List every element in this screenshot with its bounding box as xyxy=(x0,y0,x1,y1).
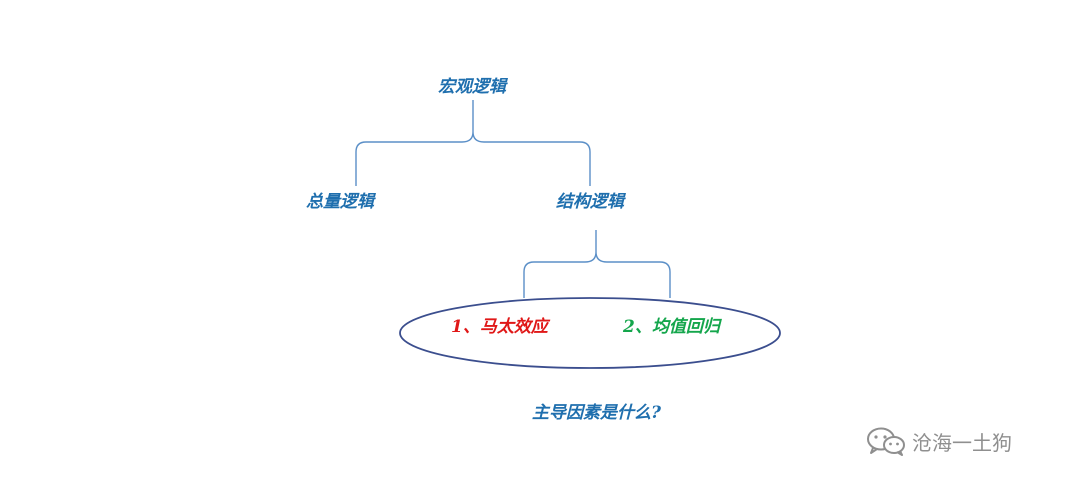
root-bracket xyxy=(355,100,591,186)
structure-bracket xyxy=(523,230,671,298)
node-total-logic: 总量逻辑 xyxy=(306,192,374,212)
node-structure-logic: 结构逻辑 xyxy=(556,192,624,212)
sub-items-ellipse xyxy=(399,297,781,369)
wechat-icon xyxy=(866,426,906,456)
watermark-text: 沧海一土狗 xyxy=(912,430,1012,455)
sub-item-mean-reversion: 2、均值回归 xyxy=(623,317,720,337)
question-dominant-factor: 主导因素是什么? xyxy=(532,403,661,423)
root-node-macro-logic: 宏观逻辑 xyxy=(438,77,506,97)
watermark: 沧海一土狗 xyxy=(866,426,1012,456)
sub-item-matthew-effect: 1、马太效应 xyxy=(451,317,548,337)
